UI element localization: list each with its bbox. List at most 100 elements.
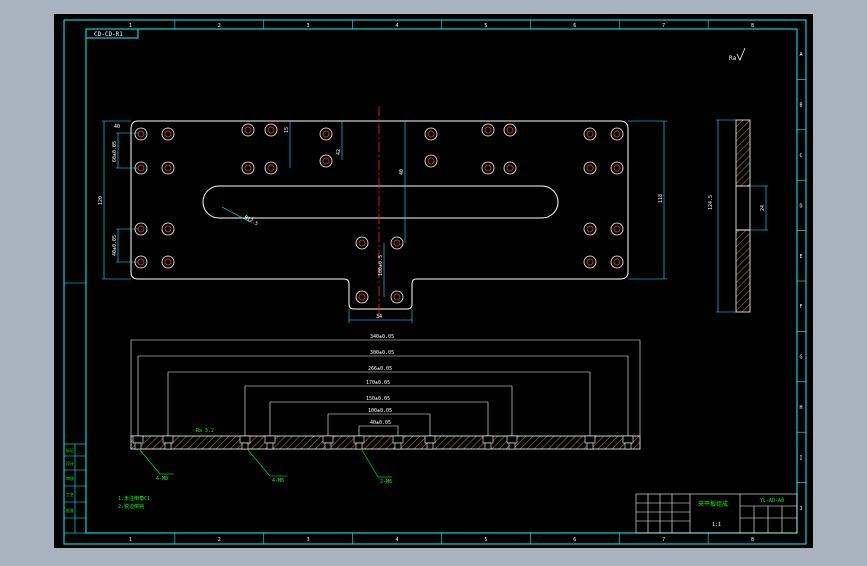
hole-inner xyxy=(586,225,594,233)
hole-outer xyxy=(161,222,175,236)
hole-inner xyxy=(586,130,594,138)
hole-outer xyxy=(161,127,175,141)
counterbore xyxy=(584,435,596,444)
dim-text-center-2: 100±0.5 xyxy=(378,255,384,276)
counterbore xyxy=(353,435,365,444)
hole-inner xyxy=(267,164,275,172)
callout-1: 4-M6 xyxy=(272,478,284,484)
zone-label-side: E xyxy=(799,254,802,260)
side-view-lower xyxy=(735,229,751,313)
counterbore-thread xyxy=(266,442,274,450)
hole-outer xyxy=(610,255,624,269)
drawing-background xyxy=(54,14,813,548)
counterbore-thread xyxy=(355,442,363,450)
rev-label-2: 审核 xyxy=(66,475,74,481)
hole-outer xyxy=(583,255,597,269)
zone-label-bottom: 5 xyxy=(484,537,487,543)
hole-outer xyxy=(481,123,495,137)
hole-outer xyxy=(355,290,369,304)
section-dim-1: 300±0.05 xyxy=(370,350,394,356)
zone-label-side: C xyxy=(799,153,802,159)
hole-outer xyxy=(161,255,175,269)
hole-inner xyxy=(484,164,492,172)
section-dim-5: 100±0.05 xyxy=(368,408,392,414)
counterbore xyxy=(132,435,144,444)
plan-view xyxy=(102,106,667,323)
zone-label-bottom: 3 xyxy=(307,537,310,543)
hole-outer xyxy=(610,222,624,236)
outer-frame xyxy=(63,19,807,545)
zone-label-side: J xyxy=(799,506,802,512)
hole-outer xyxy=(134,127,148,141)
hole-inner xyxy=(613,258,621,266)
counterbore xyxy=(424,435,436,444)
hole-outer xyxy=(241,123,255,137)
section-bar xyxy=(130,435,641,450)
hole-outer xyxy=(583,161,597,175)
hole-outer xyxy=(241,161,255,175)
hole-inner xyxy=(267,126,275,134)
hole-inner xyxy=(506,164,514,172)
zone-label-side: F xyxy=(799,304,802,310)
hole-inner xyxy=(137,130,145,138)
counterbore-thread xyxy=(508,442,516,450)
dim-text-tab-width: 34 xyxy=(376,314,382,320)
zone-label-bottom: 2 xyxy=(218,537,221,543)
tech-note-1: 2.锐边倒钝 xyxy=(118,503,144,510)
hole-inner xyxy=(613,225,621,233)
zone-label-top: 3 xyxy=(307,23,310,29)
hole-inner xyxy=(613,164,621,172)
hole-outer xyxy=(583,127,597,141)
hole-outer xyxy=(424,154,438,168)
hole-outer xyxy=(424,127,438,141)
counterbore-thread xyxy=(586,442,594,450)
dim-text-left-0: 40 xyxy=(114,124,120,130)
hole-inner xyxy=(358,293,366,301)
revision-block xyxy=(63,282,87,534)
roughness-check-icon xyxy=(736,47,746,61)
hole-inner xyxy=(164,225,172,233)
counterbore xyxy=(506,435,518,444)
counterbore-thread xyxy=(426,442,434,450)
hole-inner xyxy=(322,157,330,165)
dim-text-height-right: 118 xyxy=(658,194,664,203)
zone-label-bottom: 4 xyxy=(396,537,399,543)
hole-outer xyxy=(610,161,624,175)
section-dim-0: 340±0.05 xyxy=(370,334,394,340)
counterbore-thread xyxy=(241,442,249,450)
title-block-scale: 1:1 xyxy=(712,522,721,528)
zone-label-top: 7 xyxy=(662,23,665,29)
hole-outer xyxy=(264,161,278,175)
hole-inner xyxy=(506,126,514,134)
center-slot xyxy=(202,185,559,219)
dim-text-left-2: 120 xyxy=(98,196,104,205)
zone-label-top: 4 xyxy=(396,23,399,29)
tech-note-0: 1.未注倒角C1 xyxy=(118,495,150,502)
title-block-name: 夹平板组成 xyxy=(698,500,728,508)
dim-text-left-3: 40±0.05 xyxy=(112,235,118,256)
zone-label-bottom: 1 xyxy=(129,537,132,543)
section-heading-note: Ra 3.2 xyxy=(196,428,214,434)
hole-inner xyxy=(322,130,330,138)
counterbore xyxy=(322,435,334,444)
zone-label-side: B xyxy=(799,103,802,109)
counterbore xyxy=(392,435,404,444)
counterbores xyxy=(132,435,634,450)
zone-label-side: H xyxy=(799,405,802,411)
counterbore-thread xyxy=(484,442,492,450)
title-block xyxy=(635,493,798,534)
hole-inner xyxy=(427,130,435,138)
counterbore xyxy=(264,435,276,444)
section-dim-4: 150±0.05 xyxy=(366,396,390,402)
zone-label-top: 8 xyxy=(751,23,754,29)
hole-inner xyxy=(427,157,435,165)
hole-inner xyxy=(244,164,252,172)
counterbore xyxy=(622,435,634,444)
zone-label-top: 6 xyxy=(573,23,576,29)
hole-inner xyxy=(164,130,172,138)
title-block-code: YL-AD-A0 xyxy=(760,498,784,504)
callout-0: 4-M8 xyxy=(156,476,168,482)
counterbore xyxy=(482,435,494,444)
